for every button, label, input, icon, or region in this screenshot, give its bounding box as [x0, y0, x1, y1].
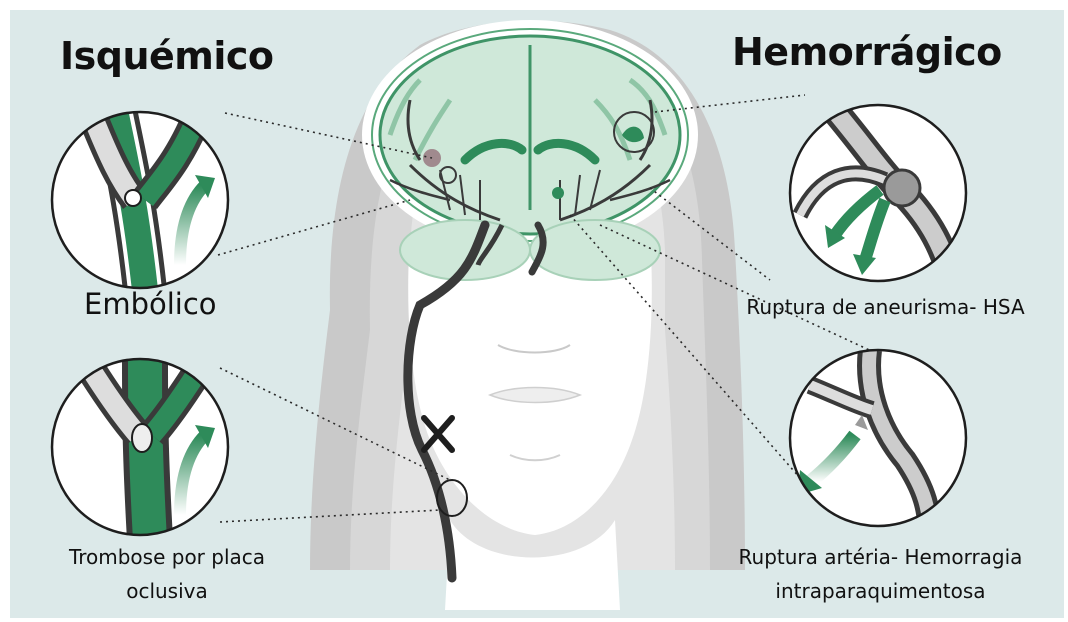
ischemic-title: Isquémico: [60, 34, 274, 78]
thrombosis-label-line1: Trombose por placa: [32, 540, 302, 574]
artery-rupture-label-line1: Ruptura artéria- Hemorragia: [708, 540, 1053, 574]
thrombosis-label-line2: oclusiva: [32, 574, 302, 608]
aneurysm-inset: [790, 105, 966, 290]
artery-rupture-label-line2: intraparaquimentosa: [708, 574, 1053, 608]
embolic-label: Embólico: [84, 287, 217, 321]
hemorrhagic-title: Hemorrágico: [732, 30, 1002, 74]
brain: [362, 20, 698, 280]
aneurysm-label: Ruptura de aneurisma- HSA: [713, 290, 1058, 324]
thrombosis-inset: [52, 359, 228, 540]
thrombosis-label: Trombose por placa oclusiva: [32, 540, 302, 608]
diagram-canvas: Isquémico Hemorrágico Embólico Trombose …: [10, 10, 1064, 618]
artery-rupture-inset: [790, 350, 966, 540]
artery-rupture-label: Ruptura artéria- Hemorragia intraparaqui…: [708, 540, 1053, 608]
embolic-inset: [52, 110, 228, 290]
